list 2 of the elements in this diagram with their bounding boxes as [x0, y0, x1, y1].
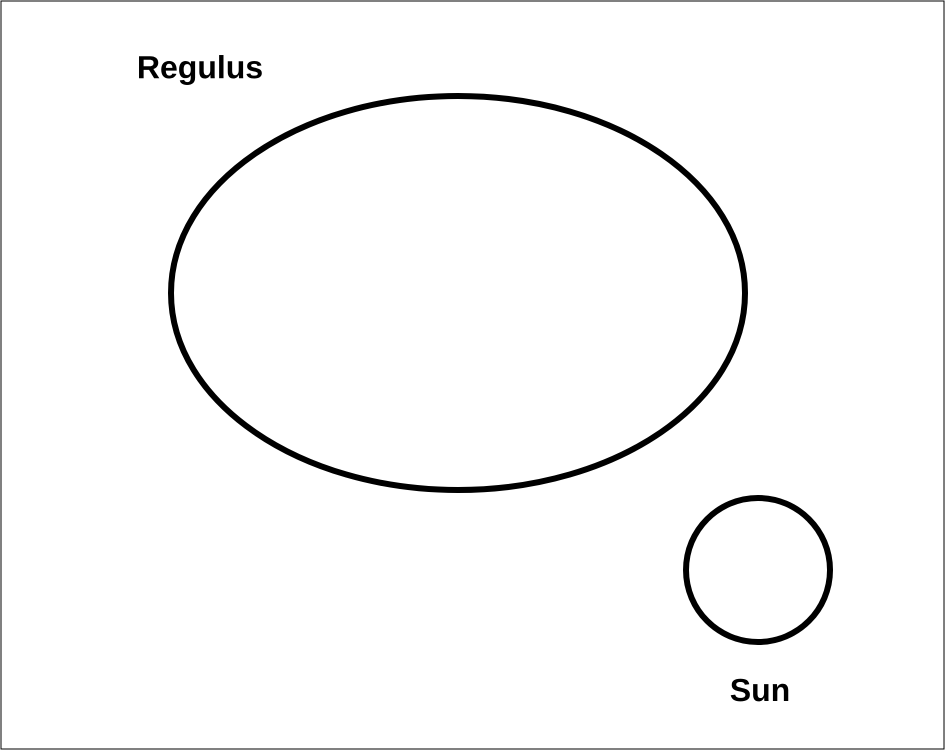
- star-label: Regulus: [139, 55, 262, 85]
- star-label: Sun: [730, 678, 788, 702]
